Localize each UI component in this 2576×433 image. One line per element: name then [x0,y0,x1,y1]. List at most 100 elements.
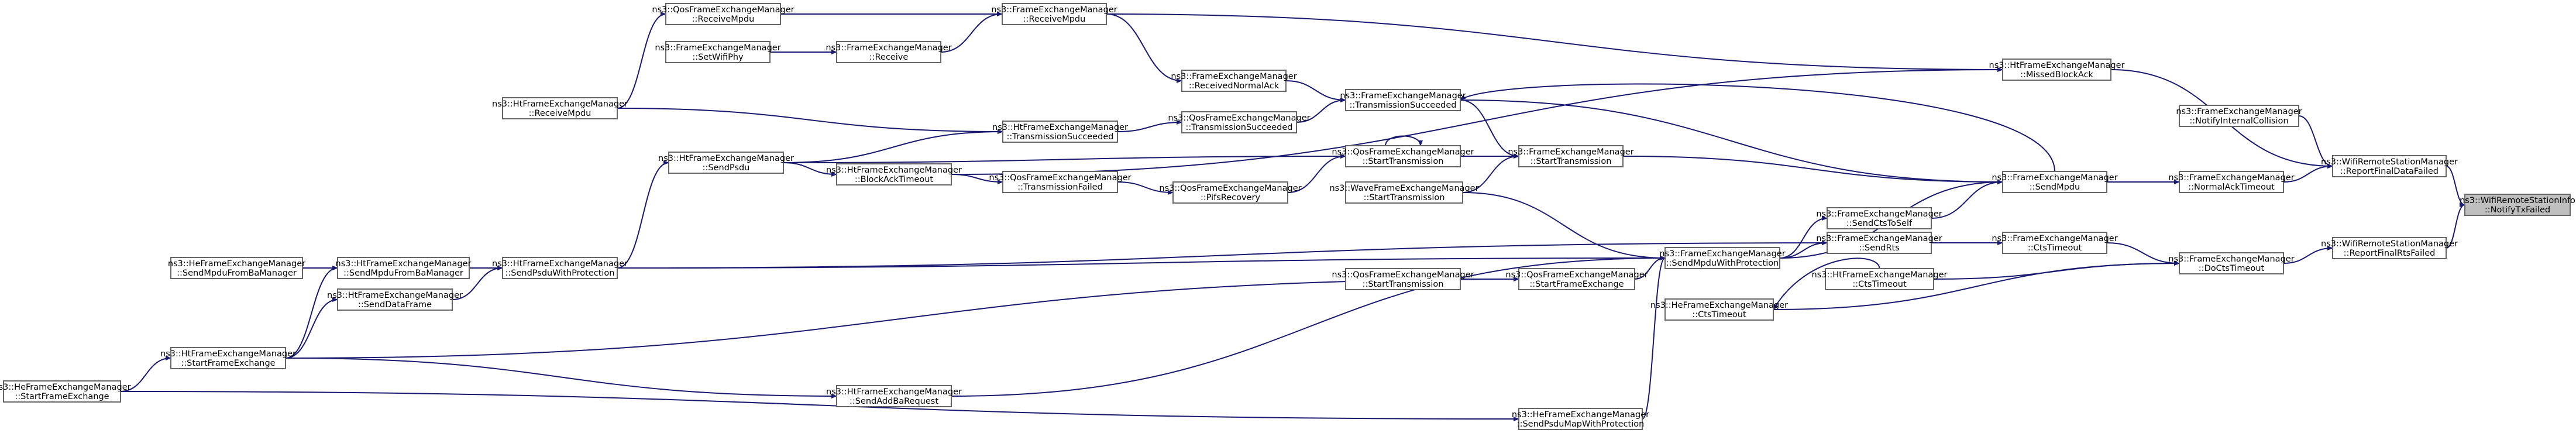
node-fem-cts-timeout[interactable]: ns3::FrameExchangeManager::CtsTimeout [1992,232,2118,254]
node-send-psdu-map-with-protection[interactable]: ns3::HeFrameExchangeManager::SendPsduMap… [1512,408,1649,430]
node-set-wifi-phy[interactable]: ns3::FrameExchangeManager::SetWifiPhy [655,41,781,63]
node-ht-transmission-succeeded[interactable]: ns3::HtFrameExchangeManager::Transmissio… [992,121,1128,143]
node-qos-transmission-failed[interactable]: ns3::QosFrameExchangeManager::Transmissi… [989,171,1131,193]
node-method-label: ::CtsTimeout [2028,243,2082,253]
node-normal-ack-timeout[interactable]: ns3::FrameExchangeManager::NormalAckTime… [2168,171,2295,193]
edge-wave-start-transmission-to-send-mpdu-with-protection [1462,192,1666,260]
edge-ht-send-psdu-to-ht-transmission-succeeded [783,129,1003,163]
edge-he-start-frame-exchange-to-send-psdu-map-with-protection [120,391,1519,421]
node-box [2332,237,2447,259]
node-report-final-rts-failed[interactable]: ns3::WifiRemoteStationManager::ReportFin… [2321,237,2458,259]
node-class-label: ns3::WifiRemoteStationInfo [2460,196,2575,205]
node-class-label: ns3::HeFrameExchangeManager [1512,410,1649,420]
edge-block-ack-timeout-to-qos-transmission-failed [951,174,1003,184]
node-box [2002,59,2111,81]
node-class-label: ns3::FrameExchangeManager [826,43,951,53]
node-received-normal-ack[interactable]: ns3::FrameExchangeManager::ReceivedNorma… [1171,70,1297,92]
edge-qos-transmission-succeeded-to-fem-transmission-succeeded [1296,98,1346,123]
node-send-mpdu-with-protection[interactable]: ns3::FrameExchangeManager::SendMpduWithP… [1659,247,1786,269]
node-method-label: ::SendPsduWithProtection [505,269,614,278]
node-he-cts-timeout[interactable]: ns3::HeFrameExchangeManager::CtsTimeout [1650,298,1788,321]
node-do-cts-timeout[interactable]: ns3::FrameExchangeManager::DoCtsTimeout [2168,252,2295,274]
node-class-label: ns3::HtFrameExchangeManager [492,259,628,269]
node-ht-send-mpdu-from-ba-manager[interactable]: ns3::HtFrameExchangeManager::SendMpduFro… [336,257,472,279]
node-send-rts[interactable]: ns3::FrameExchangeManager::SendRts [1816,232,1942,254]
node-he-send-mpdu-from-ba-manager[interactable]: ns3::HeFrameExchangeManager::SendMpduFro… [168,257,305,279]
node-box [836,163,952,185]
node-send-add-ba-request[interactable]: ns3::HtFrameExchangeManager::SendAddBaRe… [826,385,962,407]
node-class-label: ns3::HeFrameExchangeManager [1650,301,1788,310]
node-fem-receive-mpdu[interactable]: ns3::FrameExchangeManager::ReceiveMpdu [991,3,1117,25]
edge-qos-start-transmission-to-qos-start-transmission [1385,135,1423,146]
node-method-label: ::SendDataFrame [358,300,432,310]
edge-ht-cts-timeout-to-he-cts-timeout [1773,257,1880,310]
node-block-ack-timeout[interactable]: ns3::HtFrameExchangeManager::BlockAckTim… [826,163,962,185]
node-method-label: ::StartTransmission [1364,193,1445,202]
node-method-label: ::DoCtsTimeout [2199,264,2265,273]
node-box [170,347,286,369]
edge-pifs-recovery-to-qos-start-transmission [1287,154,1346,193]
node-box [3,380,121,403]
node-notify-tx-failed[interactable]: ns3::WifiRemoteStationInfo::NotifyTxFail… [2460,194,2575,216]
node-fem-transmission-succeeded[interactable]: ns3::FrameExchangeManager::TransmissionS… [1340,89,1466,111]
node-method-label: ::SendPsdu [703,163,750,173]
node-notify-internal-collision[interactable]: ns3::FrameExchangeManager::NotifyInterna… [2176,105,2302,127]
node-report-final-data-failed[interactable]: ns3::WifiRemoteStationManager::ReportFin… [2321,155,2458,177]
edge-fem-start-transmission-to-fem-send-mpdu [1622,156,2003,184]
node-method-label: ::ReceivedNormalAck [1189,81,1280,91]
node-fem-receive[interactable]: ns3::FrameExchangeManager::Receive [826,41,952,63]
node-method-label: ::CtsTimeout [1692,310,1746,319]
node-class-label: ns3::FrameExchangeManager [1992,234,2117,243]
node-qos-start-transmission[interactable]: ns3::QosFrameExchangeManager::StartTrans… [1332,145,1474,167]
node-qos-transmission-succeeded[interactable]: ns3::QosFrameExchangeManager::Transmissi… [1168,111,1311,133]
node-wave-start-transmission[interactable]: ns3::WaveFrameExchangeManager::StartTran… [1329,181,1479,204]
node-class-label: ns3::HeFrameExchangeManager [168,259,305,269]
edge-received-normal-ack-to-fem-transmission-succeeded [1285,80,1346,102]
node-qos-receive-mpdu[interactable]: ns3::QosFrameExchangeManager::ReceiveMpd… [652,3,795,25]
node-class-label: ns3::HeFrameExchangeManager [0,383,131,392]
node-box [1345,268,1461,290]
edge-send-cts-to-self-to-fem-send-mpdu [1931,180,2003,219]
node-box [1827,207,1932,229]
edge-fem-transmission-succeeded-to-fem-start-transmission [1460,99,1519,159]
node-method-label: ::SendMpduWithProtection [1666,259,1779,268]
node-ht-send-data-frame[interactable]: ns3::HtFrameExchangeManager::SendDataFra… [327,288,463,311]
node-box [1664,247,1780,269]
node-method-label: ::NormalAckTimeout [2188,183,2275,192]
node-box [1345,181,1463,204]
node-box [836,41,941,63]
node-class-label: ns3::FrameExchangeManager [655,43,780,53]
node-method-label: ::StartTransmission [1531,157,1612,166]
edge-wave-start-transmission-to-fem-start-transmission [1462,154,1519,193]
edge-fem-receive-mpdu-to-received-normal-ack [1106,13,1182,83]
node-ht-send-psdu-with-protection[interactable]: ns3::HtFrameExchangeManager::SendPsduWit… [492,257,628,279]
edge-ht-receive-mpdu-to-ht-transmission-succeeded [617,108,1003,134]
node-method-label: ::StartFrameExchange [15,392,109,401]
node-class-label: ns3::WaveFrameExchangeManager [1329,184,1478,193]
node-ht-receive-mpdu[interactable]: ns3::HtFrameExchangeManager::ReceiveMpdu [492,97,628,119]
node-box [665,41,771,63]
node-send-cts-to-self[interactable]: ns3::FrameExchangeManager::SendCtsToSelf [1816,207,1942,229]
node-qos-start-transmission-2[interactable]: ns3::QosFrameExchangeManager::StartTrans… [1332,268,1474,290]
node-ht-cts-timeout[interactable]: ns3::HtFrameExchangeManager::CtsTimeout [1812,268,1948,290]
node-ht-send-psdu[interactable]: ns3::HtFrameExchangeManager::SendPsdu [658,152,794,174]
edge-ht-send-psdu-with-protection-to-ht-send-psdu [617,160,669,269]
node-fem-start-transmission[interactable]: ns3::FrameExchangeManager::StartTransmis… [1508,145,1634,167]
edge-ht-transmission-succeeded-to-qos-transmission-succeeded [1117,120,1182,132]
node-class-label: ns3::HtFrameExchangeManager [658,154,794,163]
node-he-start-frame-exchange[interactable]: ns3::HeFrameExchangeManager::StartFrameE… [0,380,131,403]
node-box [1002,171,1118,193]
edge-qos-transmission-failed-to-pifs-recovery [1117,181,1174,195]
node-ht-start-frame-exchange[interactable]: ns3::HtFrameExchangeManager::StartFrameE… [160,347,296,369]
node-pifs-recovery[interactable]: ns3::QosFrameExchangeManager::PifsRecove… [1159,181,1302,204]
node-method-label: ::StartFrameExchange [1529,280,1624,289]
node-qos-start-frame-exchange[interactable]: ns3::QosFrameExchangeManager::StartFrame… [1505,268,1648,290]
node-fem-send-mpdu[interactable]: ns3::FrameExchangeManager::SendMpdu [1992,171,2118,193]
node-box [170,257,303,279]
node-class-label: ns3::HtFrameExchangeManager [492,99,628,109]
node-method-label: ::ReceiveMpdu [692,15,755,24]
node-missed-block-ack[interactable]: ns3::HtFrameExchangeManager::MissedBlock… [1989,59,2125,81]
node-class-label: ns3::HtFrameExchangeManager [826,387,962,397]
node-class-label: ns3::QosFrameExchangeManager [1505,270,1648,280]
